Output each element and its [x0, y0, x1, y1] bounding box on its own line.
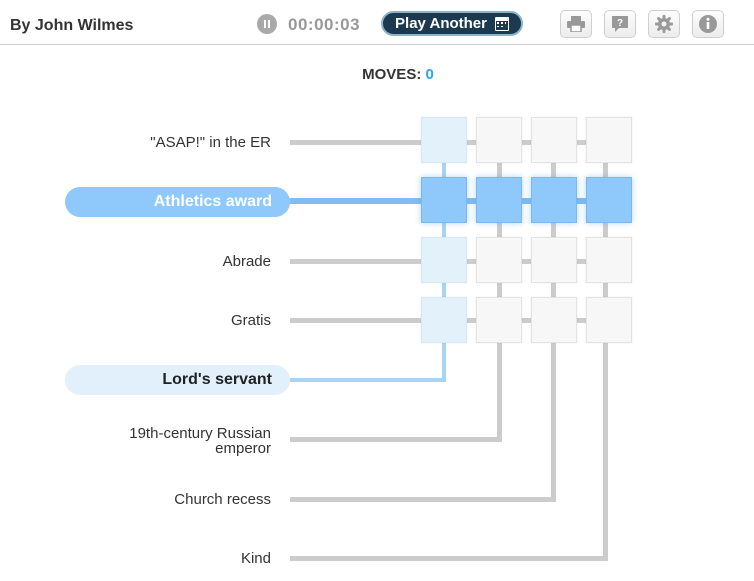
down-clue-1-highlighted[interactable]: Lord's servant [65, 365, 290, 395]
grid-cell-r2-c2[interactable] [476, 177, 522, 223]
print-button[interactable] [560, 10, 592, 38]
calendar-icon [494, 16, 509, 31]
play-another-label: Play Another [395, 15, 487, 32]
info-button[interactable] [692, 10, 724, 38]
grid-cell-r4-c3[interactable] [531, 297, 577, 343]
pause-icon[interactable] [257, 14, 277, 34]
down-line-1-horizontal [285, 378, 446, 382]
across-clue-4[interactable]: Gratis [230, 312, 271, 329]
grid-cell-r4-c1[interactable] [421, 297, 467, 343]
header-bar: By John Wilmes 00:00:03 Play Another ? [0, 0, 754, 45]
grid-cell-r3-c4[interactable] [586, 237, 632, 283]
grid-cell-r4-c4[interactable] [586, 297, 632, 343]
gear-icon [655, 15, 673, 33]
grid-cell-r1-c3[interactable] [531, 117, 577, 163]
grid-cell-r3-c1[interactable] [421, 237, 467, 283]
moves-label: MOVES: [362, 66, 422, 83]
down-line-3-horizontal [290, 497, 556, 502]
grid-cell-r2-c3[interactable] [531, 177, 577, 223]
across-clue-1[interactable]: "ASAP!" in the ER [150, 134, 271, 151]
help-icon: ? [612, 16, 628, 32]
grid-cell-r1-c1[interactable] [421, 117, 467, 163]
author-credit: By John Wilmes [10, 17, 134, 34]
down-clue-2[interactable]: 19th-century Russian emperor [129, 425, 271, 457]
across-clue-3[interactable]: Abrade [222, 253, 271, 270]
settings-button[interactable] [648, 10, 680, 38]
grid-cell-r2-c4[interactable] [586, 177, 632, 223]
info-icon [699, 15, 717, 33]
down-clue-4[interactable]: Kind [240, 550, 271, 567]
moves-counter: MOVES: 0 [0, 66, 754, 83]
grid-cell-r1-c2[interactable] [476, 117, 522, 163]
down-line-2-horizontal [290, 437, 502, 442]
svg-text:?: ? [617, 18, 623, 29]
down-clue-3[interactable]: Church recess [174, 491, 271, 508]
across-clue-2-active[interactable]: Athletics award [65, 187, 290, 217]
play-another-button[interactable]: Play Another [381, 11, 523, 36]
grid-cell-r3-c3[interactable] [531, 237, 577, 283]
grid-cell-r1-c4[interactable] [586, 117, 632, 163]
help-button[interactable]: ? [604, 10, 636, 38]
timer: 00:00:03 [288, 15, 361, 34]
print-icon [567, 16, 585, 32]
moves-count: 0 [425, 66, 434, 83]
grid-cell-r3-c2[interactable] [476, 237, 522, 283]
grid-cell-r4-c2[interactable] [476, 297, 522, 343]
down-line-4-horizontal [290, 556, 608, 561]
grid-cell-r2-c1[interactable] [421, 177, 467, 223]
